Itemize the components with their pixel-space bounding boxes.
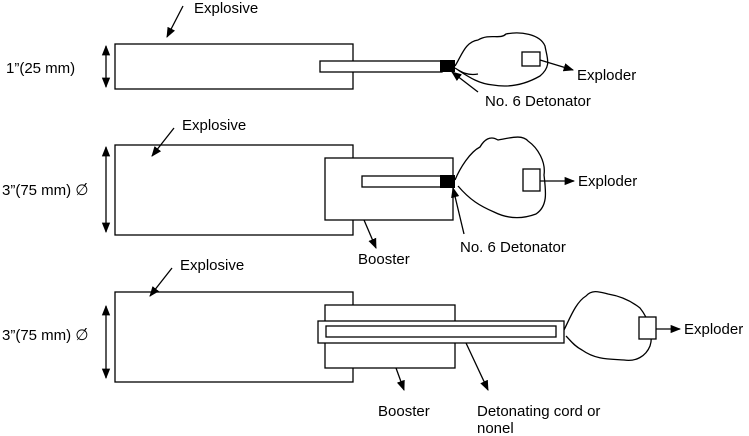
dimension-label-1: 1”(25 mm) — [6, 60, 75, 77]
dimension-label-2: 3”(75 mm) ∅́ — [2, 182, 88, 199]
exploder-box-1 — [521, 51, 541, 67]
explosive-cartridge-3 — [114, 291, 354, 383]
lead-wire-loop-3 — [563, 290, 652, 362]
setup-1: 1”(25 mm) Explosive Exploder No. 6 Deton… — [6, 0, 636, 110]
booster-label-3: Booster — [378, 403, 430, 420]
detonator-cap-2 — [440, 175, 455, 188]
booster-arrow-2 — [363, 219, 377, 249]
exploder-box-2 — [522, 168, 541, 192]
detonating-cord-3 — [325, 325, 557, 338]
detonator-tube-2 — [361, 175, 443, 188]
cord-arrow-3 — [465, 342, 489, 391]
exploder-label-1: Exploder — [577, 67, 636, 84]
booster-2 — [324, 157, 454, 221]
dimension-label-3: 3”(75 mm) ∅́ — [2, 327, 88, 344]
explosive-arrow-1 — [166, 5, 184, 38]
lead-wire-loop-2 — [454, 136, 547, 219]
setup-2: 3”(75 mm) ∅́ Explosive Exploder No. 6 De… — [2, 117, 637, 268]
detonator-label-2: No. 6 Detonator — [460, 239, 566, 256]
cord-label-line2: nonel — [477, 420, 514, 436]
explosive-arrow-3 — [149, 267, 173, 297]
explosive-cartridge-1 — [114, 43, 354, 90]
detonator-arrow-2 — [451, 186, 465, 235]
exploder-label-2: Exploder — [578, 173, 637, 190]
explosive-arrow-2 — [151, 127, 175, 157]
detonator-tube-1 — [319, 60, 443, 73]
setup-3: 3”(75 mm) ∅́ Explosive Exploder Booster … — [2, 257, 743, 436]
booster-arrow-3 — [395, 367, 405, 391]
explosive-label-3: Explosive — [180, 257, 244, 274]
booster-label-2: Booster — [358, 251, 410, 268]
explosive-cartridge-2 — [114, 144, 354, 236]
lead-wire-loop-1 — [454, 32, 549, 87]
exploder-box-3 — [638, 316, 657, 340]
cord-label-line1: Detonating cord or — [477, 403, 600, 420]
exploder-arrow-1 — [539, 59, 574, 72]
lead-wire-1 — [454, 67, 479, 76]
exploder-label-3: Exploder — [684, 321, 743, 338]
explosive-label-2: Explosive — [182, 117, 246, 134]
detonator-label-1: No. 6 Detonator — [485, 93, 591, 110]
detonator-cap-1 — [440, 60, 455, 72]
detonator-arrow-1 — [451, 71, 479, 93]
explosive-label-1: Explosive — [194, 0, 258, 17]
